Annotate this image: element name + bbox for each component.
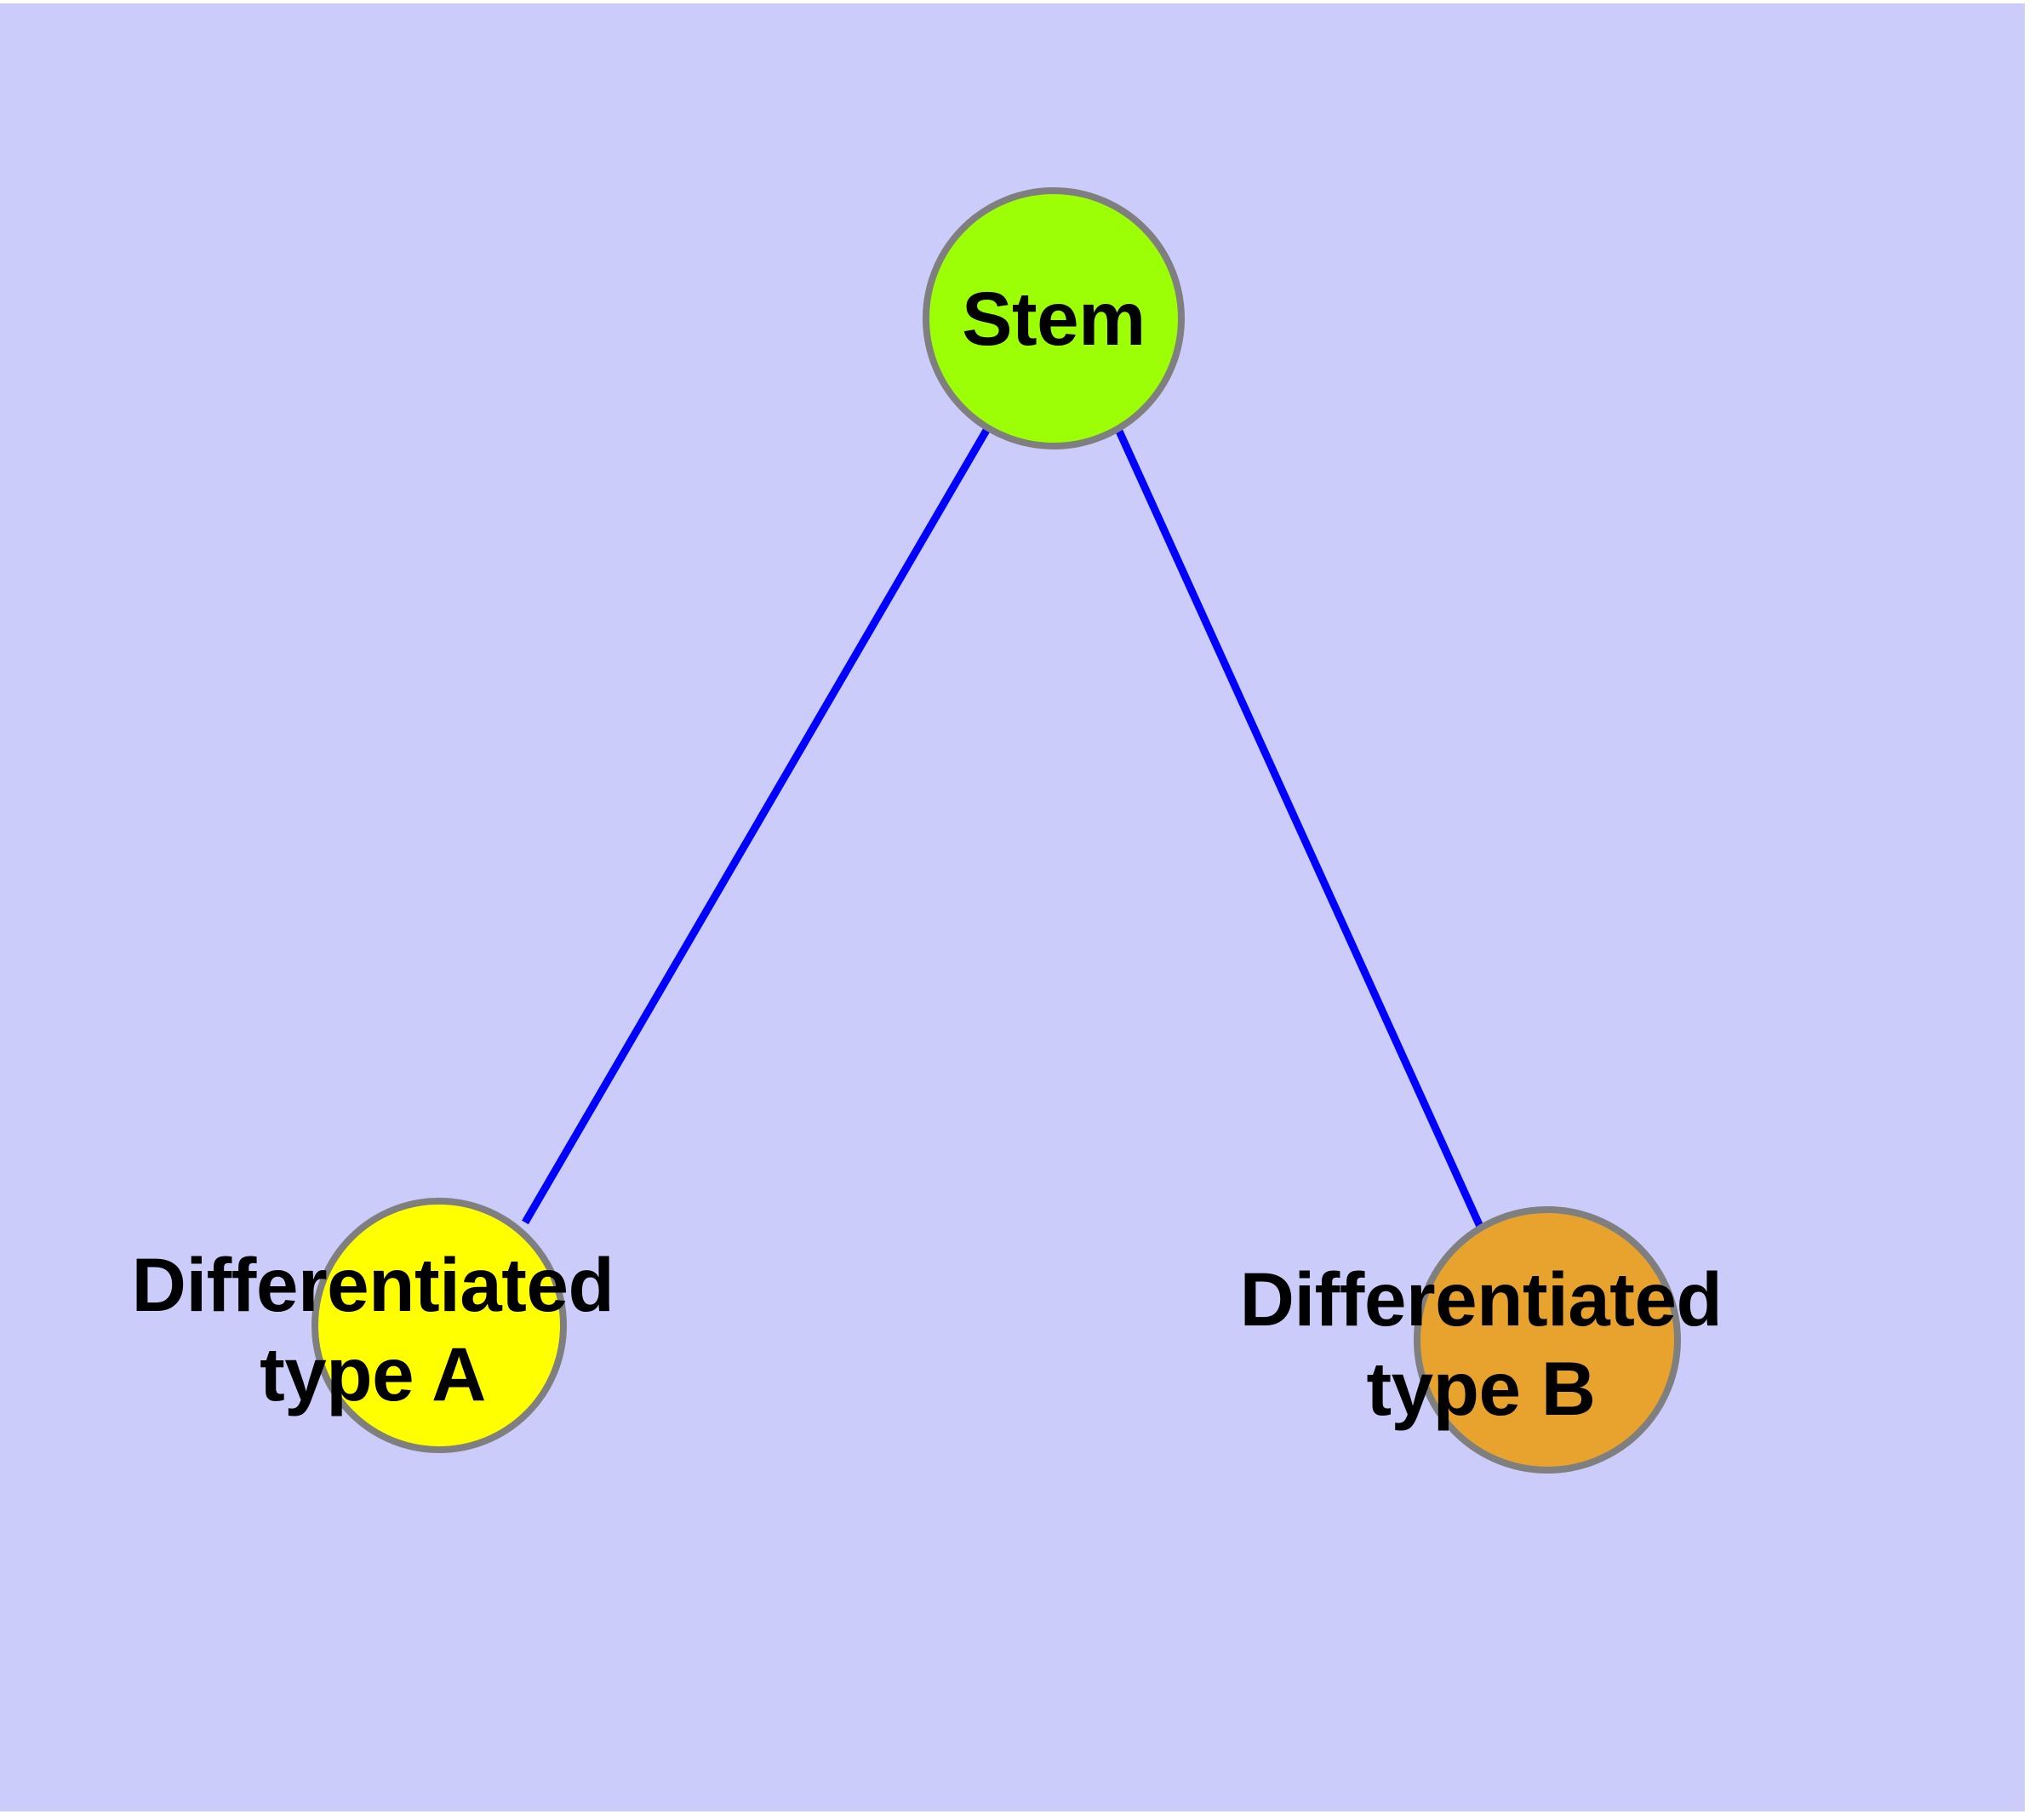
nodes-layer [311,187,1681,1474]
edge-stem-to-differentiated-type-b[interactable] [1113,426,1485,1230]
node-differentiated-type-a[interactable] [311,1198,567,1453]
node-stem[interactable] [923,187,1185,449]
node-differentiated-type-b[interactable] [1414,1206,1681,1474]
edges-layer [522,425,1485,1230]
edge-stem-to-differentiated-type-a[interactable] [522,425,992,1225]
